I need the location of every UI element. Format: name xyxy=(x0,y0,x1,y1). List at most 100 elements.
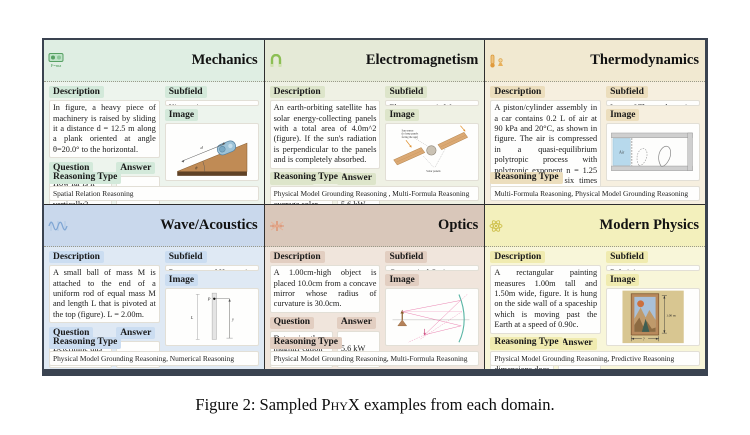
reasoning-text: Physical Model Grounding Reasoning, Pred… xyxy=(490,350,700,366)
panel-wave-acoustics: Wave/Acoustics Description A small ball … xyxy=(44,205,264,369)
machine-icon: F=ma xyxy=(48,52,64,69)
solar-panel-left xyxy=(393,147,426,166)
pivot-point xyxy=(212,297,216,301)
air-region xyxy=(612,138,631,166)
cylinder-cap xyxy=(687,132,693,172)
thermometer-lamp-icon xyxy=(489,54,504,68)
reasoning-text: Spatial Relation Reasoning xyxy=(49,185,259,201)
panel-title: Electromagnetism xyxy=(365,52,479,69)
panel-optics: Optics Description A 1.00cm-high object … xyxy=(264,205,485,369)
cylinder-wall-top xyxy=(611,132,693,139)
description-text: An earth-orbiting satellite has solar en… xyxy=(269,100,381,169)
answer-label: Answer xyxy=(557,337,597,350)
length-label: L xyxy=(189,315,193,320)
panel-header: Modern Physics xyxy=(485,205,705,248)
machine-blob xyxy=(216,140,236,156)
question-label: Question xyxy=(49,162,94,175)
subfield-label: Subfield xyxy=(164,86,207,99)
wave-icon xyxy=(48,220,68,232)
reasoning-text: Physical Model Grounding Reasoning, Nume… xyxy=(49,350,259,366)
solar-panel-right xyxy=(437,132,469,151)
answer-label: Answer xyxy=(336,316,376,329)
panel-title: Thermodynamics xyxy=(590,52,699,69)
sun-sensor-label-line2: (to keep panels xyxy=(402,133,419,136)
description-label: Description xyxy=(490,86,546,99)
subfield-label: Subfield xyxy=(385,251,428,264)
reasoning-text: Physical Model Grounding Reasoning, Mult… xyxy=(269,350,480,366)
spring-loop-solid xyxy=(658,146,671,167)
panel-electromagnetism: Electromagnetism Description An earth-or… xyxy=(264,40,485,204)
image-label: Image xyxy=(606,109,640,122)
subfield-label: Subfield xyxy=(606,86,648,99)
subfield-text: Resonance and Harmonics xyxy=(164,265,259,272)
panel-title: Optics xyxy=(438,217,479,234)
question-label: Question xyxy=(49,327,94,340)
cylinder-wall-bottom xyxy=(611,166,693,172)
virtual-rays xyxy=(408,293,469,343)
painting-diagram: 1.00 m ? xyxy=(606,288,700,347)
reasoning-type-label: Reasoning Type xyxy=(49,336,122,349)
subfield-text: Electromagnetic Waves xyxy=(385,100,480,107)
piston-cylinder-diagram: Air xyxy=(606,123,700,182)
satellite-diagram: Sun sensor (to keep panels facing the su… xyxy=(385,123,480,182)
panel-header: Thermodynamics xyxy=(485,40,705,83)
caption-brand: PhyX xyxy=(321,395,360,414)
painting-river xyxy=(641,318,650,333)
light-rays xyxy=(402,300,463,336)
concave-mirror xyxy=(458,294,466,343)
reasoning-text: Physical Model Grounding Reasoning , Mul… xyxy=(269,185,480,201)
air-label: Air xyxy=(619,150,625,155)
figure-grid: F=ma Mechanics Description In figure, a … xyxy=(42,38,708,376)
solar-panels-label: Solar panels xyxy=(427,169,442,173)
subfield-label: Subfield xyxy=(606,251,648,264)
angle-label: θ xyxy=(195,165,197,170)
atom-icon xyxy=(489,219,503,233)
incline-plank xyxy=(176,142,247,172)
subfield-text: Kinematics xyxy=(164,100,259,107)
subfield-text: Geometrical Optics xyxy=(385,265,480,272)
subfield-text: Laws of Thermodynamics xyxy=(606,100,700,107)
panel-thermodynamics: Thermodynamics Description A piston/cyli… xyxy=(485,40,705,204)
panel-mechanics: F=ma Mechanics Description In figure, a … xyxy=(44,40,264,204)
answer-label: Answer xyxy=(116,162,156,175)
spring-loop-dashed xyxy=(636,148,648,166)
subfield-text: Relativity xyxy=(606,265,700,272)
description-label: Description xyxy=(49,86,104,99)
mirror-ray-diagram xyxy=(385,288,480,347)
reasoning-type-label: Reasoning Type xyxy=(49,171,122,184)
figure-caption: Figure 2: Sampled PhyX examples from eac… xyxy=(0,395,750,415)
image-arrow xyxy=(423,333,427,337)
reasoning-type-label: Reasoning Type xyxy=(490,336,563,349)
subfield-label: Subfield xyxy=(164,251,207,264)
magnet-icon xyxy=(269,53,283,68)
panel-title: Wave/Acoustics xyxy=(160,217,258,234)
object-arrow xyxy=(400,309,405,314)
description-label: Description xyxy=(269,86,325,99)
answer-label: Answer xyxy=(116,327,156,340)
object-base xyxy=(397,319,408,327)
image-label: Image xyxy=(164,274,199,287)
panel-modern-physics: Modern Physics Description A rectangular… xyxy=(485,205,705,369)
height-dimension-label: 1.00 m xyxy=(666,313,676,317)
width-dimension-label: ? xyxy=(643,338,645,342)
painting-sun xyxy=(637,300,644,308)
answer-label: Answer xyxy=(336,172,376,185)
y-axis-label: y xyxy=(231,317,234,322)
sun-sensor-label-line1: Sun sensor xyxy=(402,130,414,133)
image-label: Image xyxy=(606,274,640,287)
description-label: Description xyxy=(49,251,104,264)
description-text: A small ball of mass M is attached to th… xyxy=(49,265,160,324)
description-label: Description xyxy=(269,251,325,264)
description-text: A 1.00cm-high object is placed 10.0cm fr… xyxy=(269,265,381,313)
reasoning-text: Multi-Formula Reasoning, Physical Model … xyxy=(490,185,700,201)
icon-caption: F=ma xyxy=(50,63,62,69)
satellite-body xyxy=(426,145,437,156)
mechanics-diagram: d θ xyxy=(164,123,259,182)
pivot-label: P xyxy=(206,297,210,302)
panel-header: Electromagnetism xyxy=(264,40,485,83)
panel-title: Modern Physics xyxy=(599,217,699,234)
reasoning-type-label: Reasoning Type xyxy=(269,336,342,349)
image-label: Image xyxy=(385,109,419,122)
lens-icon xyxy=(269,220,285,232)
reasoning-type-label: Reasoning Type xyxy=(269,171,342,184)
